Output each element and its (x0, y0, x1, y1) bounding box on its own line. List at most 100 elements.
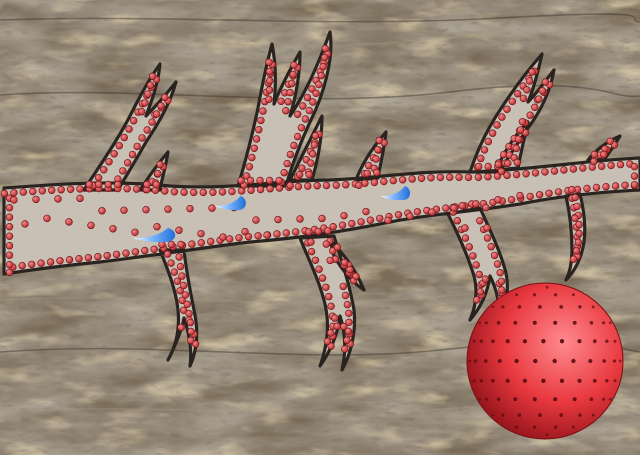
red-particle (19, 262, 26, 269)
red-particle (258, 117, 265, 124)
red-particle (473, 200, 480, 207)
red-particle (48, 187, 55, 194)
red-particle (266, 59, 273, 66)
red-particle (488, 243, 495, 250)
red-particle (409, 176, 416, 183)
red-particle (485, 163, 492, 170)
sphere-dot (478, 398, 481, 401)
red-particle (248, 187, 255, 194)
red-particle (340, 283, 347, 290)
sphere-dot (506, 339, 510, 343)
red-particle (264, 232, 271, 239)
red-particle (481, 147, 488, 154)
red-particle (572, 194, 579, 201)
red-particle (246, 163, 253, 170)
red-particle (322, 45, 329, 52)
red-particle (497, 269, 504, 276)
red-particle (292, 229, 299, 236)
red-particle (249, 154, 256, 161)
red-particle (184, 301, 191, 308)
sphere-dot (590, 397, 594, 401)
red-particle (299, 103, 306, 110)
red-particle (153, 111, 160, 118)
red-particle (523, 170, 530, 177)
red-dotted-sphere (467, 283, 623, 439)
red-particle (484, 224, 491, 231)
red-particle (302, 116, 309, 123)
red-particle (319, 275, 326, 282)
red-particle (376, 215, 383, 222)
red-particle (364, 170, 371, 177)
red-particle (429, 209, 436, 216)
red-particle (498, 287, 505, 294)
red-particle (485, 138, 492, 145)
red-particle (253, 136, 260, 143)
sphere-dot (609, 398, 612, 401)
red-particle (157, 161, 164, 168)
red-particle (309, 151, 316, 158)
red-particle (470, 253, 477, 260)
red-particle (282, 107, 289, 114)
red-particle (95, 181, 102, 188)
red-particle (576, 230, 583, 237)
red-particle (6, 269, 13, 276)
red-particle (536, 191, 543, 198)
red-particle (57, 257, 64, 264)
red-particle (489, 130, 496, 137)
sphere-dot (474, 359, 477, 362)
red-particle (154, 223, 161, 230)
sphere-dot (473, 379, 476, 382)
red-particle (66, 256, 73, 263)
red-particle (58, 186, 65, 193)
sphere-dot (613, 340, 616, 343)
red-particle (328, 303, 335, 310)
red-particle (437, 174, 444, 181)
red-particle (520, 95, 527, 102)
red-particle (188, 328, 195, 335)
red-particle (130, 117, 137, 124)
sphere-dot (609, 321, 612, 324)
red-particle (312, 132, 319, 139)
red-particle (22, 221, 29, 228)
red-particle (6, 242, 13, 249)
red-particle (319, 215, 326, 222)
red-particle (151, 246, 158, 253)
red-particle (76, 255, 83, 262)
red-particle (155, 170, 162, 177)
red-particle (281, 169, 288, 176)
red-particle (138, 108, 145, 115)
sphere-dot (473, 340, 476, 343)
sphere-dot (613, 379, 616, 382)
sphere-dot (498, 359, 502, 363)
red-particle (466, 244, 473, 251)
red-particle (323, 284, 330, 291)
red-particle (371, 179, 378, 186)
red-particle (247, 177, 254, 184)
red-particle (242, 228, 249, 235)
red-particle (88, 222, 95, 229)
red-particle (29, 188, 36, 195)
sphere-dot (602, 321, 605, 324)
sphere-dot (513, 397, 517, 401)
red-particle (126, 126, 133, 133)
red-particle (617, 161, 624, 168)
red-particle (418, 175, 425, 182)
sphere-dot (593, 339, 597, 343)
red-particle (342, 292, 349, 299)
red-particle (399, 176, 406, 183)
sphere-dot (538, 305, 542, 309)
sphere-dot (480, 379, 483, 382)
red-particle (631, 173, 638, 180)
red-particle (6, 261, 13, 268)
red-particle (495, 161, 502, 168)
red-particle (253, 217, 260, 224)
red-particle (325, 293, 332, 300)
red-particle (198, 239, 205, 246)
red-particle (515, 136, 522, 143)
red-particle (67, 186, 74, 193)
red-particle (284, 160, 291, 167)
red-particle (66, 218, 73, 225)
red-particle (593, 184, 600, 191)
sphere-dot (492, 306, 495, 309)
red-particle (591, 151, 598, 158)
